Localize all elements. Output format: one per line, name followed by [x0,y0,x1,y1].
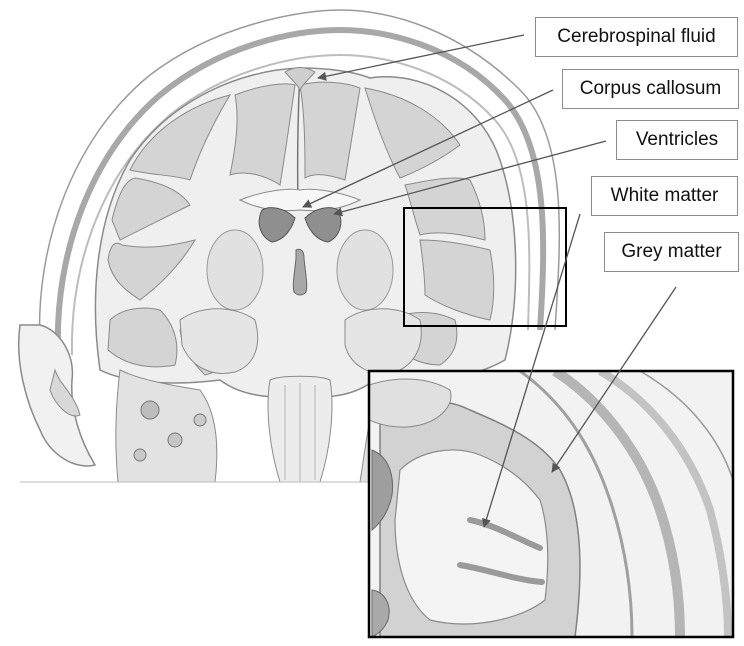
left-basal-ganglia [206,229,264,311]
zoom-skull-inner [552,371,685,637]
texture-dot [140,400,160,420]
label-corpus-callosum: Corpus callosum [562,69,739,109]
dura-outline [70,53,531,356]
right-temporal-lobe [344,308,422,374]
left-ventricle [258,207,296,243]
zoom-dark-structure [371,449,394,532]
scalp-outline [38,9,561,346]
right-basal-ganglia [336,229,394,311]
zoom-white-matter [394,449,549,625]
ventricles-pointer [333,140,607,217]
label-text: Cerebrospinal fluid [557,26,716,47]
csf-pointer [317,34,525,81]
zoom-skull-outer [597,371,732,637]
zoom-sulcus [457,517,545,585]
corpus-callosum-pointer [302,89,554,208]
label-text: White matter [610,185,719,206]
csf-top [284,67,316,92]
label-cerebrospinal-fluid: Cerebrospinal fluid [535,17,738,57]
zoom-dark-structure [371,589,390,637]
label-ventricles: Ventricles [616,120,738,160]
texture-dot [167,432,183,448]
label-text: Grey matter [621,241,722,262]
label-text: Corpus callosum [579,78,722,99]
zoom-source-frame [403,207,567,327]
label-grey-matter: Grey matter [604,232,739,272]
zoom-frame [367,369,735,639]
skull-outline [54,26,547,351]
zoom-meninges [519,371,634,637]
grey-matter-pointer [551,286,677,473]
label-text: Ventricles [635,129,719,150]
right-ventricle [304,207,342,243]
zoom-scalp-line [639,371,733,481]
label-white-matter: White matter [591,176,738,216]
white-matter-pointer [482,213,581,528]
brainstem-lines [284,383,316,482]
third-ventricle [292,248,308,296]
zoom-upper-lobe [369,378,452,428]
pointer-lines [302,34,677,528]
ear-canal [49,368,81,417]
texture-dot [193,413,207,427]
zoom-inset [367,369,735,639]
left-temporal-lobe [179,308,259,374]
texture-dot [133,448,147,462]
